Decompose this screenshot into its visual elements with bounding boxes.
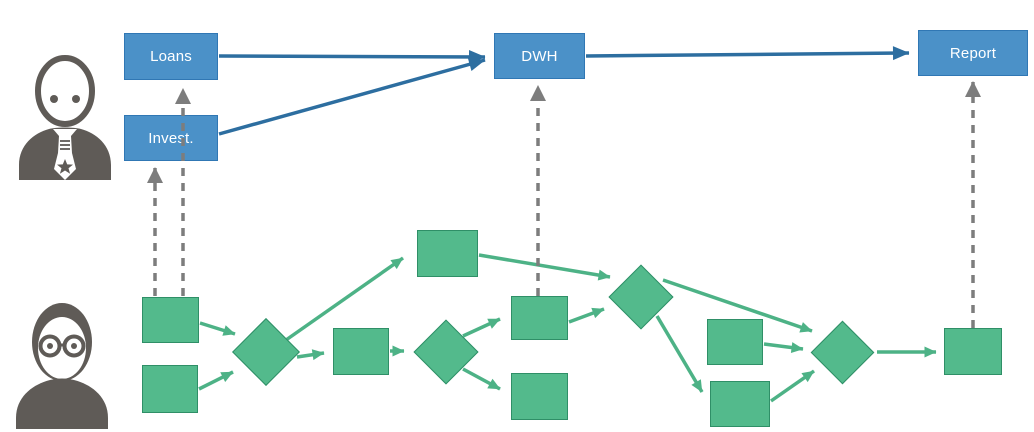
- node-report: Report: [918, 30, 1028, 76]
- edge-t2-j1: [198, 370, 234, 391]
- node-invest: Invest.: [124, 115, 218, 161]
- table-node-t5: [511, 296, 568, 340]
- node-dwh: DWH: [494, 33, 585, 79]
- table-node-t9: [944, 328, 1002, 375]
- edge-t7-j4: [763, 342, 804, 353]
- edge-j2-t5: [462, 317, 501, 338]
- node-loans-label: Loans: [150, 48, 192, 65]
- transform-node-j3: [608, 264, 674, 330]
- node-invest-label: Invest.: [148, 129, 194, 147]
- table-node-t1: [142, 297, 199, 343]
- edge-dwh-report: [585, 46, 910, 61]
- transform-node-j4: [810, 320, 875, 385]
- table-node-t2: [142, 365, 198, 413]
- edge-j1-t3: [296, 349, 325, 361]
- businessman-icon: [19, 55, 111, 180]
- edge-t1-j1: [199, 321, 236, 336]
- table-node-t8: [710, 381, 770, 427]
- technical-user-persona: [12, 297, 112, 429]
- transform-node-j1: [232, 318, 300, 386]
- edge-loans-dwh: [218, 49, 486, 64]
- edge-t8-j4: [769, 369, 816, 403]
- table-node-t4: [417, 230, 478, 277]
- node-report-label: Report: [949, 44, 997, 62]
- edge-invest-dwh: [218, 57, 486, 136]
- trace-edges: [147, 81, 981, 328]
- table-node-t7: [707, 319, 763, 365]
- person-glasses-icon: [16, 303, 108, 429]
- edge-j3-t8: [655, 315, 704, 393]
- edge-j2-t6: [462, 367, 501, 391]
- edge-t4-j3: [478, 253, 611, 281]
- transform-node-j2: [413, 319, 479, 385]
- business-user-persona: [12, 42, 118, 180]
- node-dwh-label: DWH: [521, 47, 558, 65]
- table-node-t3: [333, 328, 389, 375]
- edge-t5-j3: [568, 307, 605, 324]
- table-node-t6: [511, 373, 568, 420]
- node-loans: Loans: [124, 33, 218, 80]
